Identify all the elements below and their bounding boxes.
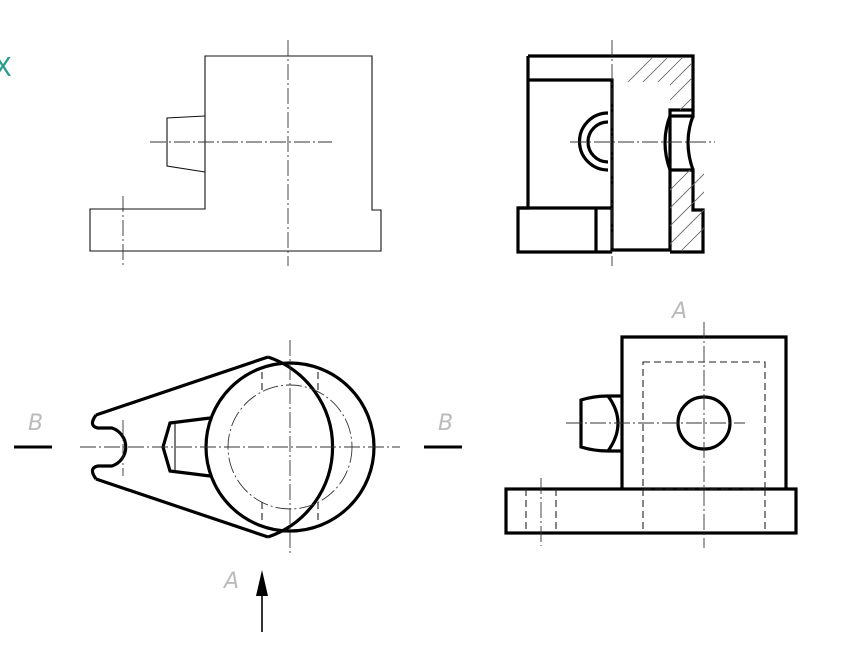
section-marks: B B A A (14, 299, 687, 632)
view-a-base-plate (504, 487, 798, 535)
section-label-right: B (438, 411, 453, 436)
view-a-boss-arc (606, 395, 620, 452)
section-hatch-top (612, 58, 692, 110)
view-arrow-head (256, 570, 268, 596)
section-left-outline (516, 56, 612, 254)
view-a (504, 322, 798, 548)
view-label-bottom: A (222, 569, 239, 594)
top-view-lower-tangent (95, 477, 269, 539)
section-right-recess-inner (686, 115, 695, 171)
section-label-left: B (28, 411, 43, 436)
section-hole-inner-arc (586, 120, 609, 164)
top-view (80, 340, 400, 556)
view-label-top: A (670, 299, 687, 324)
corner-mark: X (0, 53, 12, 83)
side-section-view (516, 40, 715, 266)
top-view-slot-end (90, 414, 128, 480)
front-view-boss (166, 115, 206, 173)
front-view (89, 40, 382, 266)
top-view-upper-tangent (95, 355, 269, 417)
section-right-recess (663, 115, 705, 254)
front-view-outline (89, 55, 382, 252)
view-a-boss (579, 394, 622, 453)
section-hatch-lower (670, 170, 704, 250)
section-upper-body (528, 54, 695, 252)
section-hole-outer-arc (577, 111, 609, 172)
